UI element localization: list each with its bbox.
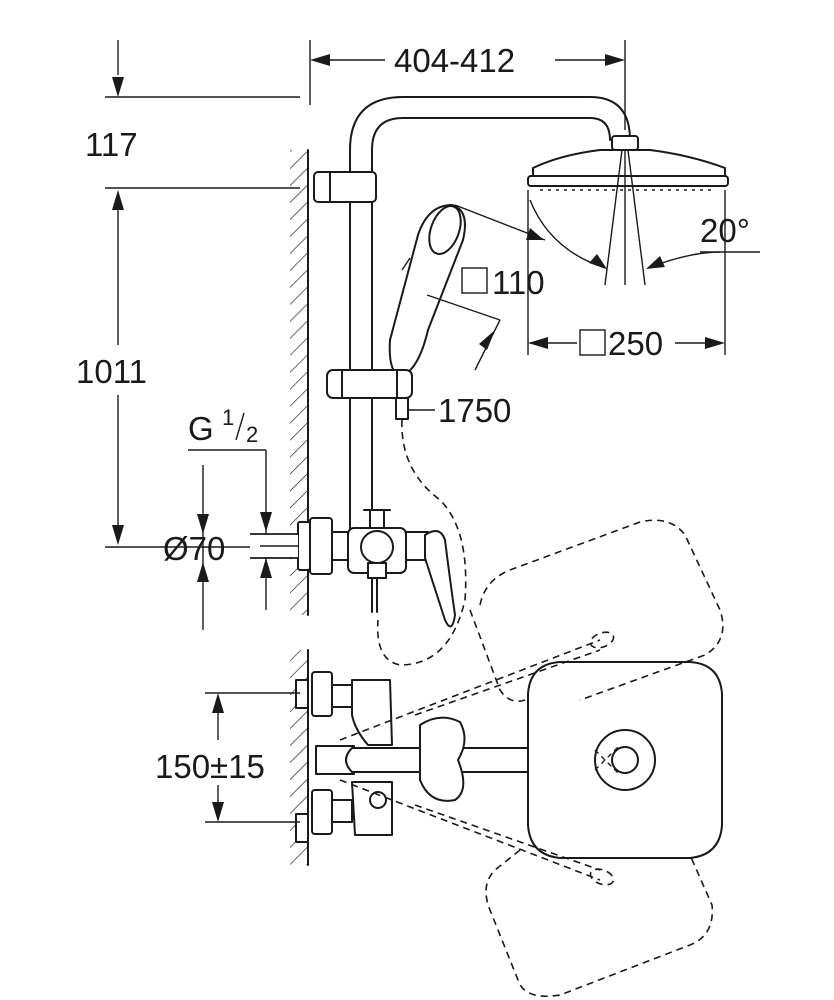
head-shower (527, 135, 729, 191)
shower-system: 20° 250 110 1750 (250, 96, 760, 666)
thread-frac-den: 2 (246, 422, 258, 447)
hand-shower (388, 204, 466, 420)
dim-total-width: 404-412 (394, 42, 515, 79)
dim-head-shower-size: 250 (608, 325, 663, 362)
top-wall-bracket (313, 171, 377, 203)
mixer-elevation (297, 509, 456, 628)
dim-hose-length: 1750 (438, 392, 511, 429)
thread-frac-num: 1 (222, 405, 234, 430)
hose (376, 419, 467, 666)
dim-escutcheon-diameter: Ø70 (163, 530, 225, 567)
dim-height-outlet: 1011 (76, 353, 147, 390)
thread-label: G (188, 410, 214, 447)
dimension-thread: G 1 2 Ø70 (163, 405, 298, 630)
dim-inlet-spacing: 150±15 (155, 748, 265, 785)
dimension-total-width: 404-412 (309, 40, 626, 130)
dim-hand-shower-size: 110 (492, 264, 545, 301)
dim-top-offset: 117 (85, 126, 138, 163)
dimension-verticals: 117 1011 (76, 40, 300, 548)
slider-holder (326, 369, 413, 399)
square-symbol-250 (579, 329, 606, 356)
square-symbol-110 (461, 267, 488, 294)
plan-view: 150±15 (155, 519, 724, 998)
